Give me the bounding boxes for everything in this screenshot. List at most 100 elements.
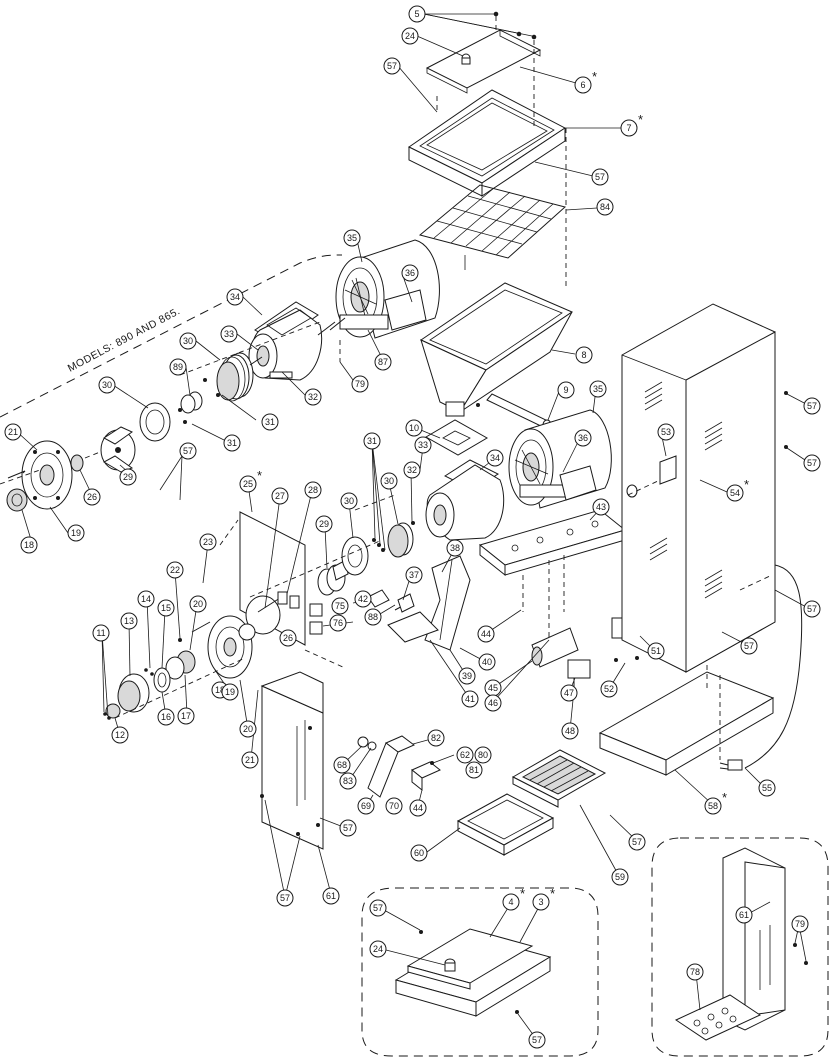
callout-87: 87 xyxy=(374,353,392,371)
svg-text:70: 70 xyxy=(389,801,399,811)
power-cord-part-55 xyxy=(719,564,803,771)
callout-31: 31 xyxy=(223,434,241,452)
base-tray-part-58 xyxy=(598,665,775,776)
lid-plate-part-6 xyxy=(425,29,542,94)
callout-18: 18 xyxy=(20,536,38,554)
detail-box-bracket xyxy=(651,837,829,1057)
svg-text:34: 34 xyxy=(490,453,500,463)
callout-34: 34 xyxy=(226,288,244,306)
svg-text:32: 32 xyxy=(407,465,417,475)
svg-text:80: 80 xyxy=(478,750,488,760)
housing-part-54 xyxy=(621,303,788,673)
svg-text:25: 25 xyxy=(243,479,253,489)
svg-text:52: 52 xyxy=(604,684,614,694)
callout-26: 26 xyxy=(83,488,101,506)
svg-text:57: 57 xyxy=(632,837,642,847)
svg-text:15: 15 xyxy=(161,603,171,613)
svg-text:76: 76 xyxy=(333,618,343,628)
callout-57: 57 xyxy=(740,637,758,655)
callout-29: 29 xyxy=(119,468,137,486)
svg-text:57: 57 xyxy=(807,604,817,614)
callout-22: 22 xyxy=(166,561,184,579)
collar-part-18-lower xyxy=(165,621,211,680)
callout-57: 57 xyxy=(628,833,646,851)
callout-57: 57 xyxy=(179,442,197,460)
callout-31: 31 xyxy=(261,413,279,431)
callout-27: 27 xyxy=(271,487,289,505)
svg-text:6: 6 xyxy=(580,80,585,90)
svg-text:30: 30 xyxy=(102,380,112,390)
clamp-part-70 xyxy=(411,761,441,792)
callout-6: 6 xyxy=(574,76,592,94)
svg-text:10: 10 xyxy=(409,423,419,433)
callout-17: 17 xyxy=(177,707,195,725)
svg-text:44: 44 xyxy=(413,803,423,813)
shaft-part-9 xyxy=(476,393,552,431)
svg-text:40: 40 xyxy=(482,657,492,667)
callout-43: 43 xyxy=(592,498,610,516)
svg-text:48: 48 xyxy=(565,726,575,736)
svg-text:12: 12 xyxy=(115,730,125,740)
svg-text:28: 28 xyxy=(308,485,318,495)
motor-part-35-lower xyxy=(508,409,612,509)
callout-57: 57 xyxy=(369,899,387,917)
svg-text:79: 79 xyxy=(795,919,805,929)
svg-text:78: 78 xyxy=(690,967,700,977)
svg-text:81: 81 xyxy=(469,765,479,775)
callout-88: 88 xyxy=(364,608,382,626)
replacement-mark-3: * xyxy=(550,886,555,901)
callout-16: 16 xyxy=(157,708,175,726)
svg-text:57: 57 xyxy=(280,893,290,903)
svg-text:32: 32 xyxy=(308,392,318,402)
callout-23: 23 xyxy=(199,533,217,551)
svg-text:3: 3 xyxy=(538,897,543,907)
svg-text:36: 36 xyxy=(405,268,415,278)
callout-38: 38 xyxy=(446,539,464,557)
svg-text:79: 79 xyxy=(355,379,365,389)
svg-text:37: 37 xyxy=(409,570,419,580)
frame-tray-part-7 xyxy=(408,89,566,197)
svg-text:57: 57 xyxy=(807,401,817,411)
callout-21: 21 xyxy=(241,751,259,769)
svg-text:23: 23 xyxy=(203,537,213,547)
callout-58: 58 xyxy=(704,797,722,815)
svg-text:11: 11 xyxy=(96,628,105,638)
callout-30: 30 xyxy=(179,332,197,350)
svg-text:57: 57 xyxy=(744,641,754,651)
callout-10: 10 xyxy=(405,419,423,437)
bushing-part-89 xyxy=(178,378,220,424)
callout-80: 80 xyxy=(474,746,492,764)
svg-text:84: 84 xyxy=(600,202,610,212)
callout-46: 46 xyxy=(484,694,502,712)
callout-30: 30 xyxy=(98,376,116,394)
svg-text:36: 36 xyxy=(578,433,588,443)
throat-plate-part-10 xyxy=(424,419,489,456)
callout-24: 24 xyxy=(401,27,419,45)
callout-57: 57 xyxy=(383,57,401,75)
svg-text:17: 17 xyxy=(181,711,191,721)
alignment-lines xyxy=(84,321,773,760)
cutting-plate-part-30 xyxy=(139,402,171,442)
svg-text:42: 42 xyxy=(358,594,368,604)
callout-41: 41 xyxy=(461,690,479,708)
svg-text:33: 33 xyxy=(418,440,428,450)
replacement-mark-7: * xyxy=(638,112,643,127)
callout-15: 15 xyxy=(157,599,175,617)
callout-3: 3 xyxy=(532,893,550,911)
callout-61: 61 xyxy=(322,887,340,905)
svg-text:22: 22 xyxy=(170,565,180,575)
terminal-block-part-75 xyxy=(309,603,323,635)
svg-text:62: 62 xyxy=(460,750,470,760)
knife-part-29 xyxy=(100,426,136,473)
callout-42: 42 xyxy=(354,590,372,608)
callout-25: 25 xyxy=(239,475,257,493)
leader-lines xyxy=(14,13,809,1041)
callout-36: 36 xyxy=(401,264,419,282)
callout-76: 76 xyxy=(329,614,347,632)
svg-text:59: 59 xyxy=(615,872,625,882)
svg-text:21: 21 xyxy=(8,427,18,437)
collar-part-28 xyxy=(317,559,349,596)
callout-69: 69 xyxy=(357,797,375,815)
chute-part-40 xyxy=(424,555,471,651)
